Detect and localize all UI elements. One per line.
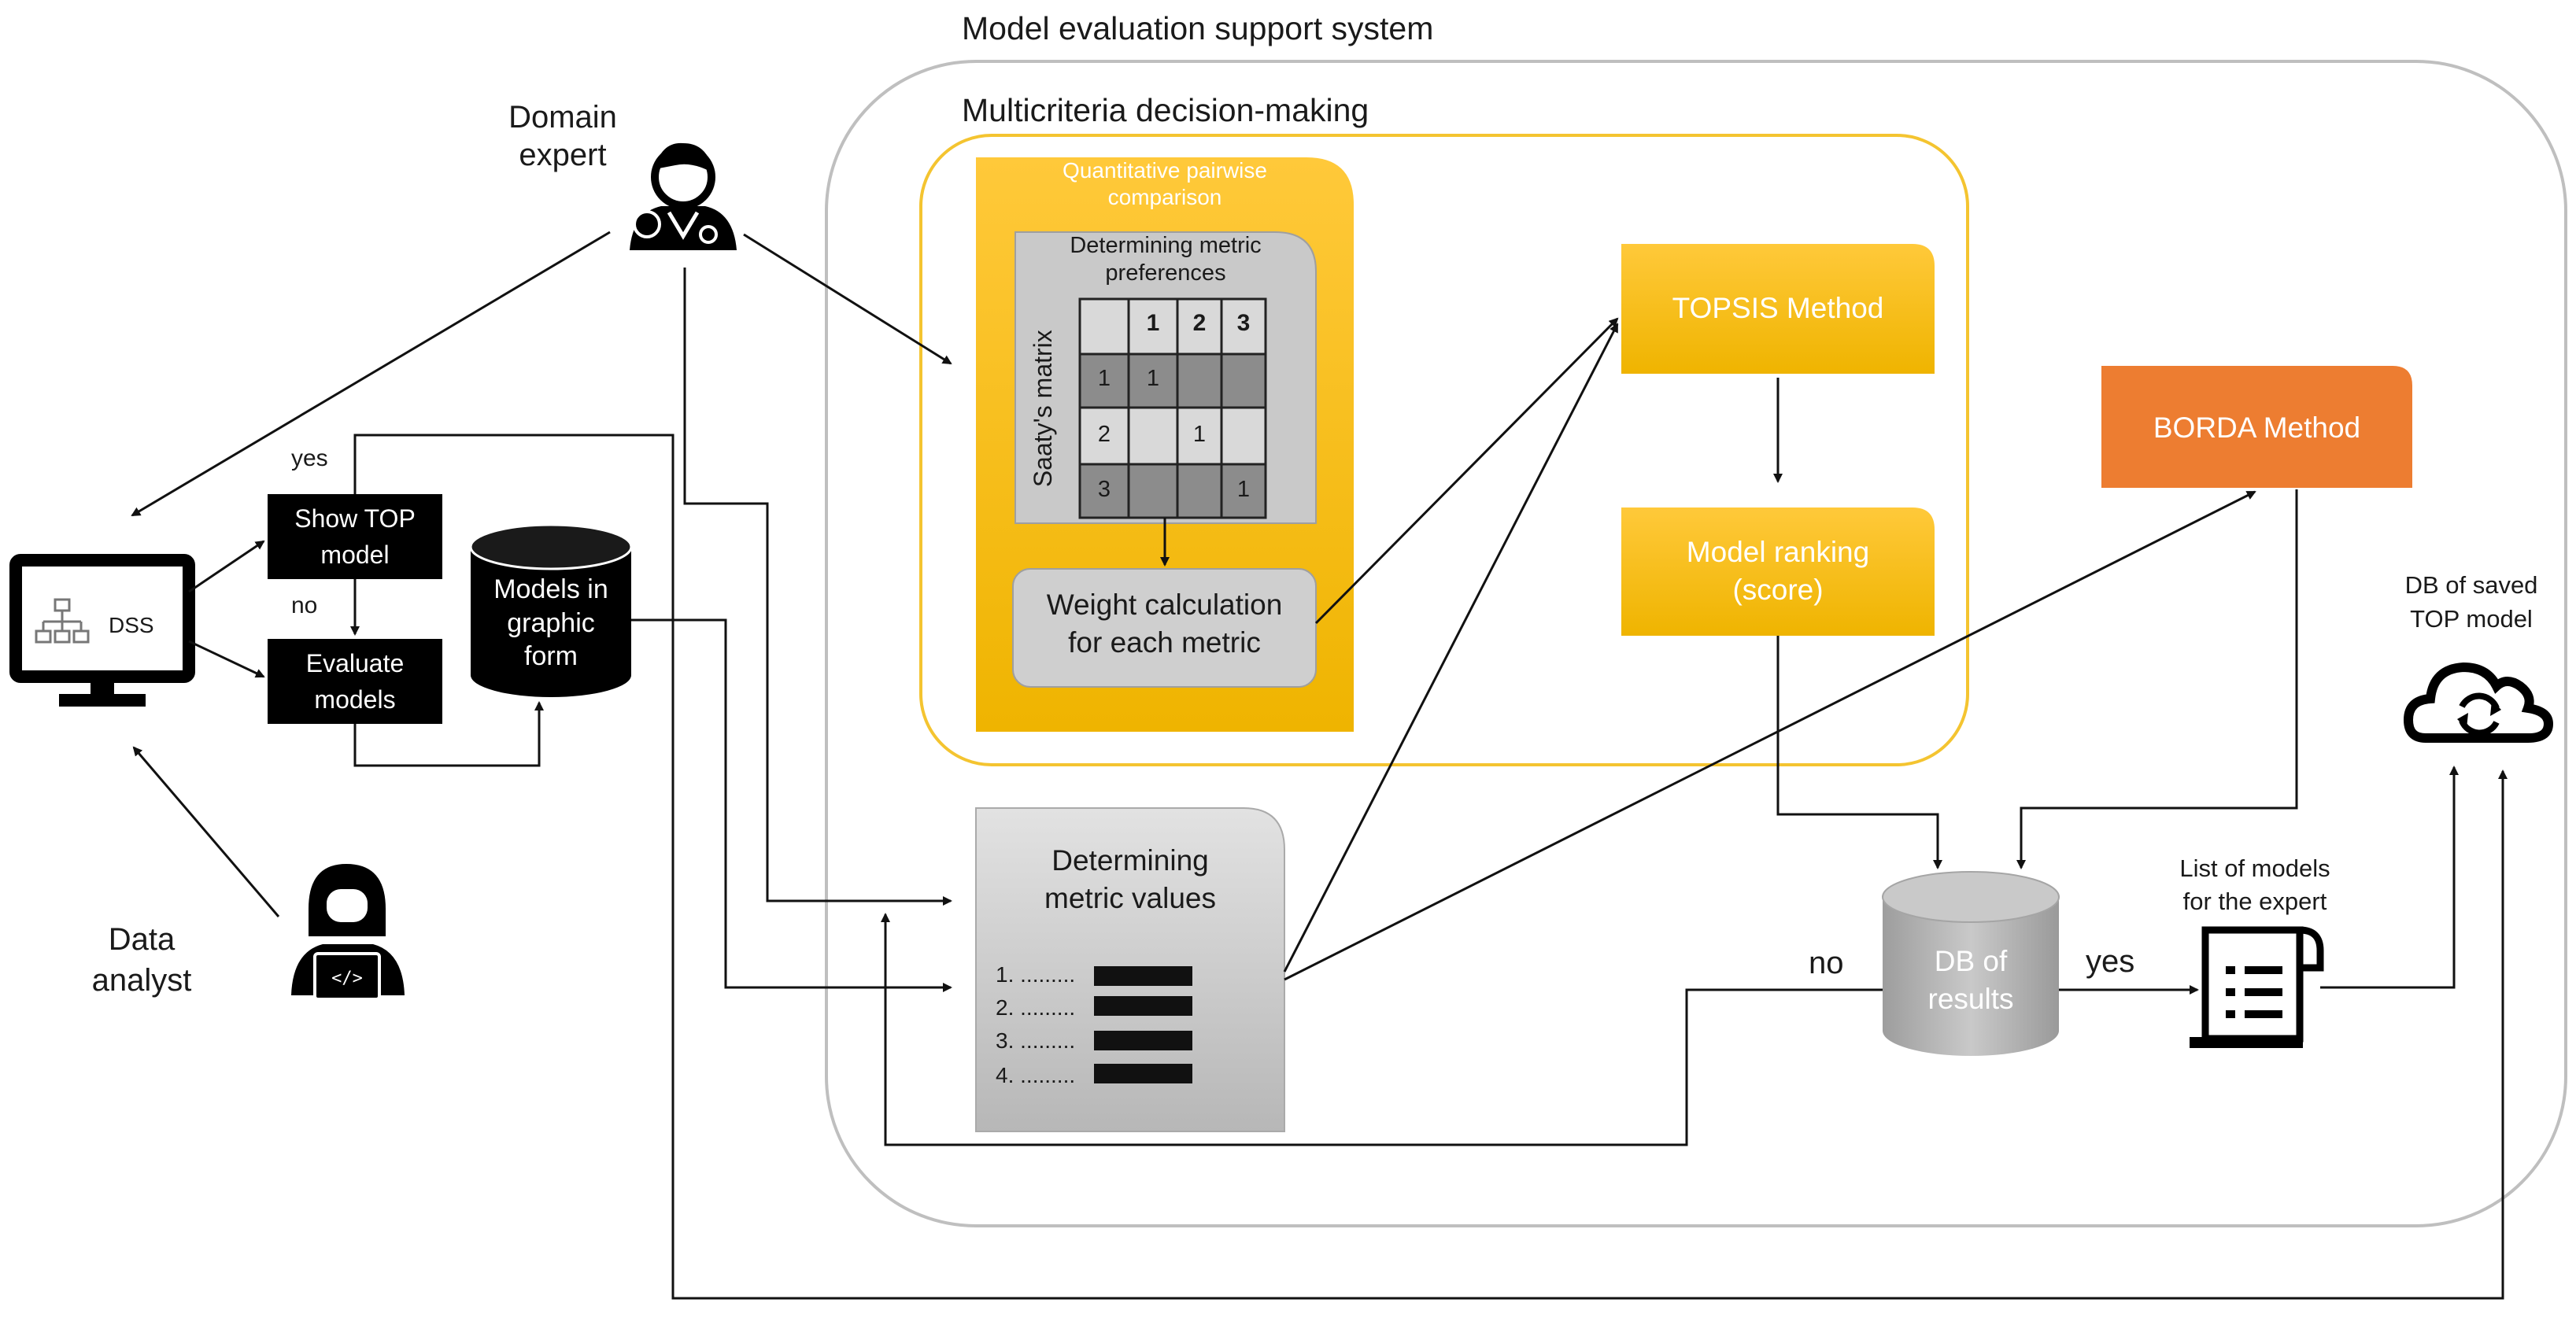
metric-item: 3. ......... (996, 1028, 1076, 1053)
data-analyst-label: Data analyst (91, 922, 192, 998)
saaty-matrix-label: Saaty's matrix (1028, 330, 1057, 488)
metric-values-title: Determining metric values (1044, 844, 1216, 915)
results-db-cylinder (1882, 871, 2060, 1056)
matrix-cell: 2 (1097, 422, 1111, 447)
weight-box (1012, 568, 1317, 688)
svg-text:</>: </> (331, 969, 363, 988)
metric-item: 1. ......... (996, 962, 1076, 987)
results-db-label: DB of results (1927, 945, 2014, 1016)
no-label: no (291, 592, 318, 618)
matrix-cell: 1 (1097, 366, 1111, 391)
matrix-cell: 1 (1146, 366, 1160, 391)
matrix-cell: 1 (1192, 422, 1207, 447)
data-analyst-icon: </> (291, 864, 405, 1001)
evaluate-models-box (268, 639, 442, 724)
domain-expert-icon (630, 142, 737, 250)
borda-box (2101, 366, 2412, 488)
matrix-cell: 3 (1097, 477, 1111, 502)
borda-label: BORDA Method (2153, 412, 2361, 444)
matrix-header-2: 2 (1192, 310, 1207, 336)
matrix-cell: 1 (1236, 477, 1251, 502)
system-boundary (825, 60, 2567, 1227)
results-no-label: no (1809, 946, 1844, 980)
mcdm-title: Multicriteria decision-making (962, 92, 1369, 128)
graphic-db-cylinder (469, 523, 633, 697)
preferences-title: Determining metric preferences (1070, 233, 1262, 286)
saaty-matrix-grid (1078, 297, 1267, 519)
dss-label: DSS (109, 613, 154, 637)
evaluate-models-button[interactable]: Evaluate models (305, 649, 405, 714)
domain-expert-label: Domain expert (508, 100, 617, 172)
results-yes-label: yes (2086, 944, 2135, 979)
list-models-label: List of models for the expert (2179, 854, 2330, 915)
mcdm-boundary (919, 134, 1969, 766)
ranking-label: Model ranking (score) (1686, 536, 1870, 607)
weight-label: Weight calculation for each metric (1046, 589, 1283, 659)
saved-db-label: DB of saved TOP model (2404, 571, 2538, 633)
graphic-db-label: Models in graphic form (493, 574, 608, 671)
connectors (131, 231, 2508, 1300)
show-top-model-box (268, 494, 442, 579)
ranking-box (1621, 507, 1935, 636)
system-title: Model evaluation support system (962, 10, 1434, 46)
topsis-label: TOPSIS Method (1672, 292, 1884, 324)
matrix-header-1: 1 (1146, 310, 1160, 336)
quantitative-title: Quantitative pairwise comparison (1063, 158, 1267, 209)
matrix-header-3: 3 (1236, 310, 1251, 336)
list-document-icon (2190, 926, 2324, 1048)
yes-label: yes (291, 445, 328, 471)
metric-item: 4. ......... (996, 1063, 1076, 1087)
show-top-model-button[interactable]: Show TOP model (294, 504, 416, 570)
cloud-sync-icon (2403, 662, 2554, 743)
monitor-icon (9, 554, 195, 707)
metric-item: 2. ......... (996, 995, 1076, 1020)
topsis-box (1621, 244, 1935, 374)
